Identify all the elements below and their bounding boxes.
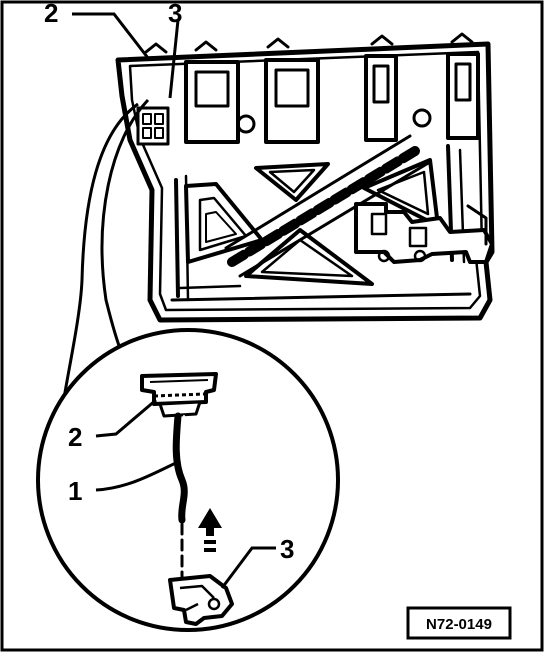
callout-leaders (72, 12, 276, 589)
reference-code-box: N72-0149 (406, 606, 512, 640)
callout-3-detail: 3 (280, 534, 294, 564)
door-panel (115, 32, 495, 323)
connector-plug (140, 372, 218, 418)
callout-1-detail: 1 (68, 476, 82, 506)
insert-arrow-icon (198, 508, 222, 552)
wire (172, 412, 189, 582)
callout-2-detail: 2 (68, 422, 82, 452)
detail-magnifier (36, 328, 340, 632)
callout-2-top: 2 (44, 0, 58, 28)
callout-3-top: 3 (168, 0, 182, 28)
catch-housing (168, 574, 234, 626)
reference-code: N72-0149 (426, 616, 492, 633)
